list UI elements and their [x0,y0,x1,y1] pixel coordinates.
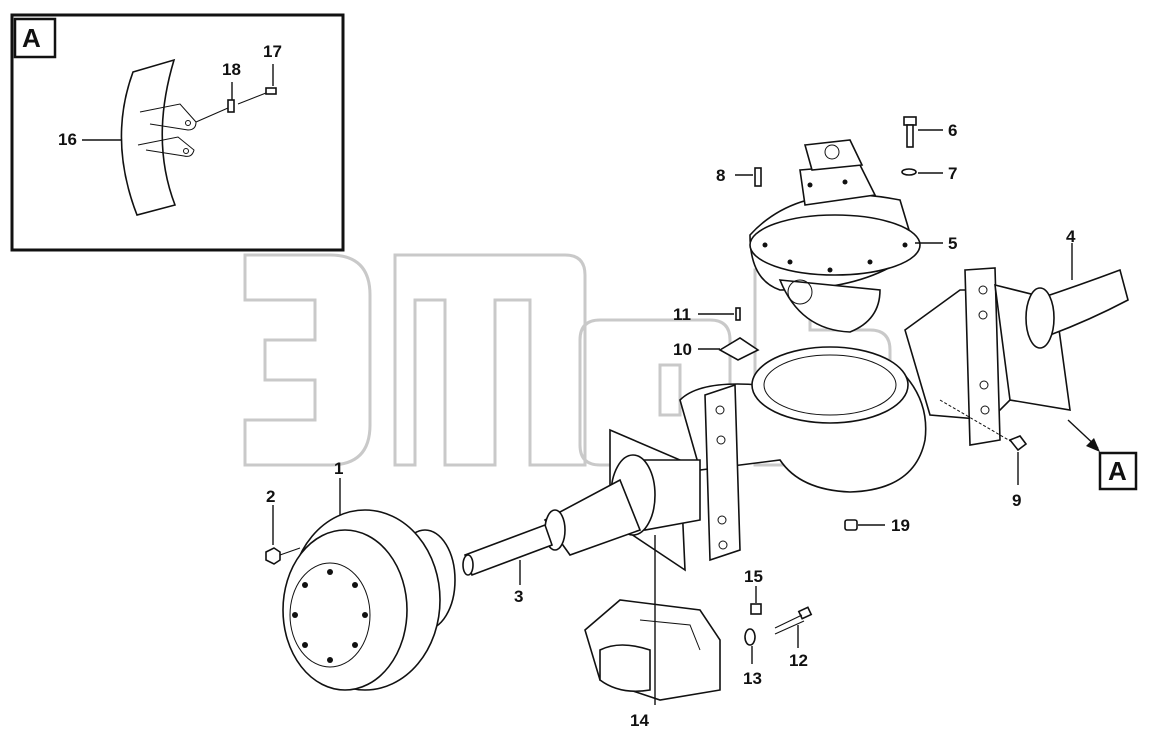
callout-11: 11 [673,305,691,324]
callouts: 1 2 3 4 5 6 7 8 9 10 11 12 13 14 15 19 [266,121,1076,730]
callout-16: 16 [58,130,77,149]
half-shaft [462,523,554,577]
callout-10: 10 [673,340,692,359]
callout-1: 1 [334,459,343,478]
callout-17: 17 [263,42,282,61]
caliper-bolt [774,606,813,635]
callout-19: 19 [891,516,910,535]
carrier-washer [901,168,917,176]
axle-housing [543,267,1129,572]
callout-7: 7 [948,164,957,183]
callout-8: 8 [716,166,725,185]
callout-15: 15 [744,567,763,586]
gasket [718,337,760,361]
callout-6: 6 [948,121,957,140]
carrier-stud [754,167,762,187]
bleeder-valve [750,603,762,615]
callout-2: 2 [266,487,275,506]
view-marker-a: A [1067,419,1138,491]
callout-5: 5 [948,234,957,253]
callout-4: 4 [1066,227,1076,246]
carrier-bolt [903,116,917,148]
bottom-plug [844,519,858,531]
callout-14: 14 [630,711,649,730]
callout-3: 3 [514,587,523,606]
callout-13: 13 [743,669,762,688]
inset-detail-a: A 16 17 18 [10,13,345,252]
callout-12: 12 [789,651,808,670]
mudguard-part [120,58,177,216]
callout-9: 9 [1012,491,1021,510]
caliper-washer [744,628,756,646]
wheel-hub-drum [282,509,456,691]
small-screw [735,307,741,321]
inset-label: A [22,23,41,53]
wheel-nut [265,547,301,565]
brake-caliper [584,599,721,701]
differential-carrier [749,139,921,333]
view-marker-label: A [1108,456,1127,486]
callout-18: 18 [222,60,241,79]
drain-plug [939,399,1028,452]
